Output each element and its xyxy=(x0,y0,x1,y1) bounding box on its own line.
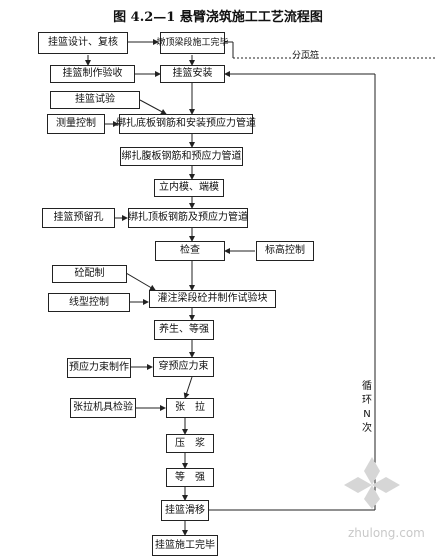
page-separator-label: 分页符 xyxy=(292,51,320,61)
loop-char-2: 环 xyxy=(362,395,372,406)
watermark-site: zhulong.com xyxy=(348,526,425,540)
box-tendon-make: 预应力束制作 xyxy=(67,358,131,378)
box-thread-tendon: 穿预应力束 xyxy=(153,357,214,377)
box-top-rebar: 绑扎顶板钢筋及预应力管道 xyxy=(128,208,248,228)
box-pour-concrete: 灌注梁段砼并制作试验块 xyxy=(149,290,276,308)
box-slide: 挂篮滑移 xyxy=(161,500,209,521)
box-top-segment-done: 墩顶梁段施工完毕 xyxy=(157,32,229,54)
box-tension: 张 拉 xyxy=(166,398,214,418)
box-jack-check: 张拉机具检验 xyxy=(70,398,136,418)
box-survey-control: 测量控制 xyxy=(47,114,105,134)
box-install: 挂篮安装 xyxy=(160,65,225,83)
loop-char-4: 次 xyxy=(362,423,372,434)
box-design-check: 挂篮设计、复核 xyxy=(38,32,128,54)
box-inspect: 检查 xyxy=(155,241,225,261)
box-grout: 压 浆 xyxy=(166,434,214,453)
box-elevation-control: 标高控制 xyxy=(256,241,314,261)
box-web-rebar: 绑扎腹板钢筋和预应力管道 xyxy=(120,147,243,166)
snowflake-icon xyxy=(344,457,400,509)
loop-char-3: N xyxy=(363,409,371,420)
box-trial: 挂篮试验 xyxy=(50,91,140,109)
box-alignment-control: 线型控制 xyxy=(48,293,130,312)
box-cure: 养生、等强 xyxy=(154,320,214,340)
box-bottom-rebar: 绑扎底板钢筋和安装预应力管道 xyxy=(116,114,256,134)
box-formwork: 立内模、端模 xyxy=(154,179,224,197)
watermark-logo xyxy=(342,455,402,510)
box-complete: 挂篮施工完毕 xyxy=(152,535,218,556)
page-title: 图 4.2—1 悬臂浇筑施工工艺流程图 xyxy=(113,10,323,25)
box-concrete-mix: 砼配制 xyxy=(52,265,127,283)
box-strength: 等 强 xyxy=(166,468,214,487)
box-reserve-hole: 挂篮预留孔 xyxy=(42,208,115,228)
loop-char-1: 循 xyxy=(362,381,372,392)
box-fabricate-accept: 挂篮制作验收 xyxy=(50,65,135,83)
